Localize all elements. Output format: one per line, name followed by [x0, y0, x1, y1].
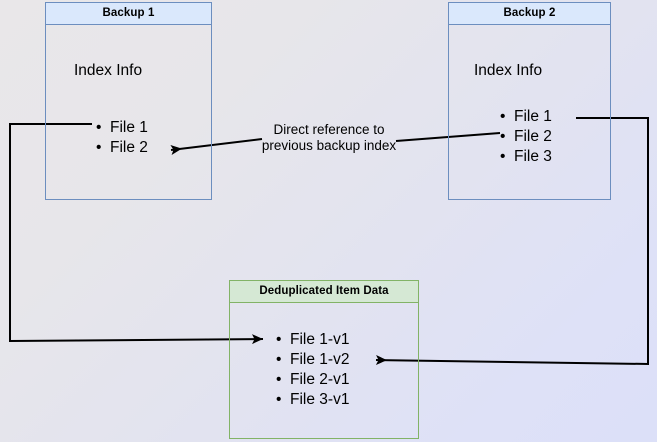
- dedup-item-list: File 1-v1 File 1-v2 File 2-v1 File 3-v1: [276, 330, 349, 410]
- list-item[interactable]: File 1-v1: [276, 330, 349, 350]
- direct-reference-line-1: Direct reference to: [273, 122, 385, 137]
- deduplicated-item-data-box[interactable]: Deduplicated Item Data File 1-v1 File 1-…: [229, 280, 419, 439]
- direct-reference-line-2: previous backup index: [261, 138, 397, 153]
- backup-2-header: Backup 2: [449, 3, 610, 25]
- backup-1-box[interactable]: Backup 1 Index Info File 1 File 2: [45, 2, 212, 200]
- deduplicated-item-data-header: Deduplicated Item Data: [230, 281, 418, 303]
- list-item[interactable]: File 3-v1: [276, 390, 349, 410]
- list-item[interactable]: File 1: [96, 118, 148, 138]
- backup-2-index-label: Index Info: [474, 62, 543, 79]
- list-item[interactable]: File 2: [500, 127, 552, 147]
- list-item[interactable]: File 3: [500, 147, 552, 167]
- backup-1-index-label: Index Info: [74, 62, 143, 79]
- backup-1-body: Index Info File 1 File 2: [46, 25, 211, 199]
- direct-reference-annotation: Direct reference to previous backup inde…: [248, 122, 410, 154]
- list-item[interactable]: File 2-v1: [276, 370, 349, 390]
- backup-1-file-list: File 1 File 2: [96, 118, 148, 158]
- list-item[interactable]: File 1: [500, 107, 552, 127]
- backup-1-header: Backup 1: [46, 3, 211, 25]
- backup-2-file-list: File 1 File 2 File 3: [500, 107, 552, 167]
- backup-2-body: Index Info File 1 File 2 File 3: [449, 25, 610, 199]
- backup-2-box[interactable]: Backup 2 Index Info File 1 File 2 File 3: [448, 2, 611, 200]
- list-item[interactable]: File 1-v2: [276, 350, 349, 370]
- deduplicated-item-data-body: File 1-v1 File 1-v2 File 2-v1 File 3-v1: [230, 303, 418, 438]
- list-item[interactable]: File 2: [96, 138, 148, 158]
